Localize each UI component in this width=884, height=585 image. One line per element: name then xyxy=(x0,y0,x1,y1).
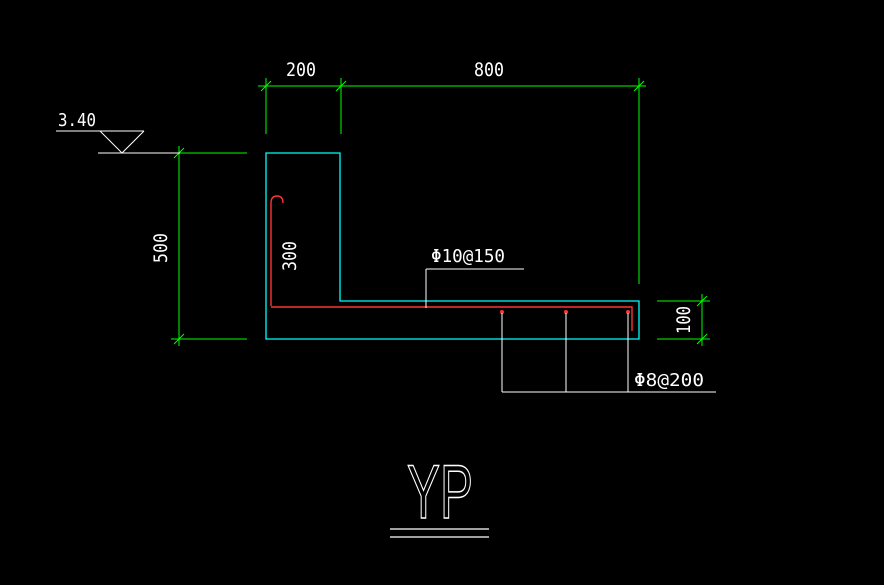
title-underline xyxy=(390,528,489,538)
rebar-dot xyxy=(500,310,504,314)
main-rebar-label: Φ10@150 xyxy=(431,246,505,267)
drawing-title: YP xyxy=(407,450,473,535)
dimension-label-100: 100 xyxy=(673,306,695,334)
dimension-label-200: 200 xyxy=(286,59,316,81)
concrete-outline xyxy=(265,152,640,340)
dimension-label-500: 500 xyxy=(150,233,172,263)
dimension-label-800: 800 xyxy=(474,59,504,81)
distribution-rebar-label: Φ8@200 xyxy=(634,370,704,391)
elevation-mark xyxy=(56,130,180,154)
dimension-label-300: 300 xyxy=(279,241,301,271)
left-dimension xyxy=(171,146,247,346)
elevation-value: 3.40 xyxy=(58,110,96,131)
main-rebar xyxy=(270,195,633,331)
distribution-rebar-leader xyxy=(501,313,716,393)
top-dimension xyxy=(258,78,646,284)
rebar-dot xyxy=(564,310,568,314)
main-rebar-leader xyxy=(425,268,524,308)
right-dimension xyxy=(657,294,710,346)
rebar-dot xyxy=(626,310,630,314)
